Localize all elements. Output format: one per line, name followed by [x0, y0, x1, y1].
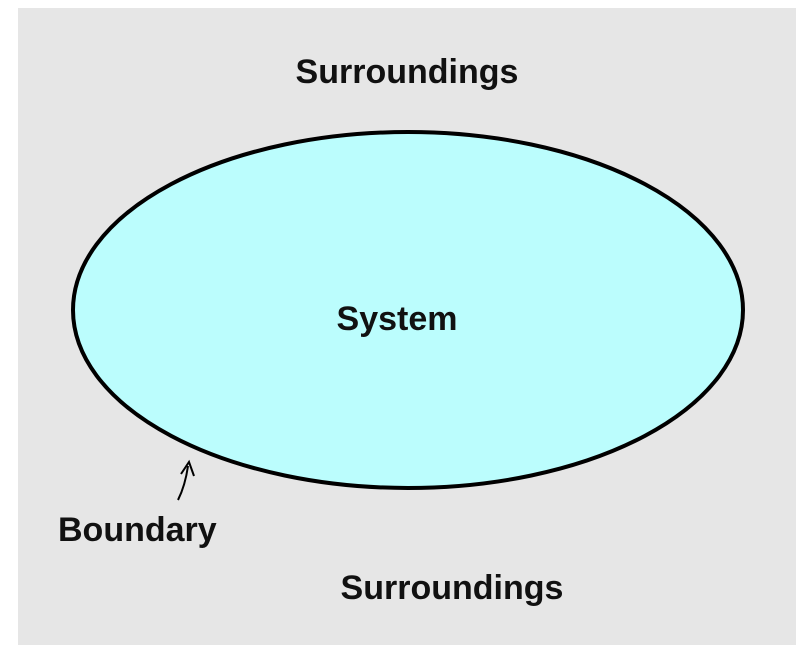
boundary-arrow [177, 459, 195, 501]
boundary-label: Boundary [58, 511, 217, 549]
system-label: System [337, 300, 458, 338]
boundary-arrow-head [180, 459, 195, 477]
surroundings-top-label: Surroundings [296, 53, 519, 91]
surroundings-bottom-label: Surroundings [341, 569, 564, 607]
system-ellipse [71, 130, 745, 490]
boundary-arrow-line [177, 465, 189, 501]
